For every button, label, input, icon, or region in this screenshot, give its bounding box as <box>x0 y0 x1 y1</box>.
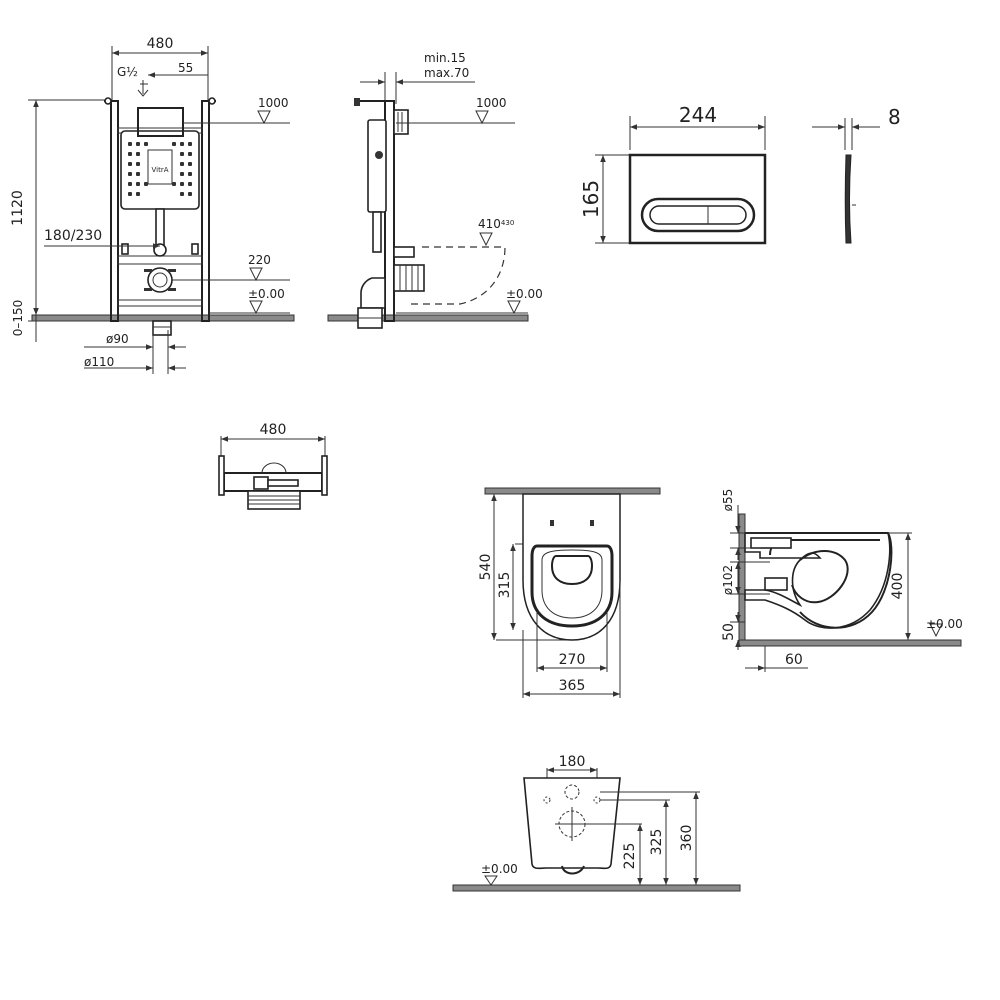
waste-height-label: 325 <box>649 829 665 856</box>
top-width-label: 480 <box>260 422 287 438</box>
floor-adjust-label: 0–150 <box>11 300 25 337</box>
pipe-d1-label: ø90 <box>106 332 129 346</box>
width-label: 480 <box>147 36 174 52</box>
depth-min-label: min.15 <box>424 51 466 65</box>
level-waste-label: 220 <box>248 253 271 267</box>
seat-ring <box>530 544 614 628</box>
outlet-diameter-label: ø55 <box>721 489 735 512</box>
height-label: 1120 <box>10 190 26 226</box>
frame-top-view: 480 <box>218 422 328 510</box>
flush-button <box>649 205 747 225</box>
pipe-d2-label: ø110 <box>84 355 114 369</box>
waste-bend <box>360 277 386 309</box>
depth-max-label: max.70 <box>424 66 469 80</box>
brand-logo: VitrA <box>152 166 169 174</box>
supply-thread-label: G½ <box>117 65 138 79</box>
outlet-height-label: 50 <box>721 623 737 641</box>
inlet-diameter-label: ø102 <box>721 565 735 595</box>
floor-slab <box>31 314 295 322</box>
cistern-side <box>367 119 387 213</box>
floor-slab <box>738 639 962 647</box>
inner-width-label: 270 <box>559 652 586 668</box>
wall-bracket <box>393 109 409 135</box>
frame-post-right <box>201 100 210 322</box>
frame-side-view: min.15 max.70 1000 410430 ±0.00 <box>327 51 543 329</box>
wall-slab <box>484 487 661 495</box>
inlet-height-label: 360 <box>679 825 695 852</box>
supply-valve-icon <box>137 80 149 97</box>
bowl-length-label: 540 <box>478 554 494 581</box>
bolt-height-label: 225 <box>622 843 638 870</box>
plate-thickness-label: 8 <box>888 105 901 129</box>
cistern-ribbing <box>128 142 192 196</box>
flush-plate-front-view: 244 165 <box>579 103 767 245</box>
bowl-top-view: 540 315 270 365 <box>478 487 661 698</box>
bowl-side-view: ø55 ø102 50 400 60 ±0.00 <box>721 489 963 672</box>
flush-plate-side-view: 8 <box>812 105 901 244</box>
flush-spacing-label: 180/230 <box>44 228 102 244</box>
floor-slab <box>327 314 529 322</box>
plate-profile <box>844 154 852 244</box>
level-floor-label: ±0.00 <box>506 287 543 301</box>
supply-offset-label: 55 <box>178 61 193 75</box>
flush-pipe <box>155 208 165 246</box>
level-floor-label: ±0.00 <box>481 862 518 876</box>
bowl-outline-dashed <box>410 246 506 305</box>
level-bowl-label: 410430 <box>478 217 514 231</box>
floor-slab <box>452 884 741 892</box>
plate-height-label: 165 <box>579 180 603 218</box>
level-floor-label: ±0.00 <box>248 287 285 301</box>
bowl-back-view: 180 225 325 360 ±0.00 <box>452 754 741 892</box>
bowl-height-label: 400 <box>890 573 906 600</box>
level-floor-label: ±0.00 <box>926 617 963 631</box>
level-top-label: 1000 <box>476 96 507 110</box>
outer-width-label: 365 <box>559 678 586 694</box>
wall-gap-label: 60 <box>785 652 803 668</box>
frame-post-left <box>110 100 119 322</box>
inspection-opening <box>137 107 184 137</box>
level-top-label: 1000 <box>258 96 289 110</box>
seat-length-label: 315 <box>497 572 513 599</box>
flush-button-ring <box>640 197 756 233</box>
soil-pipe <box>152 320 172 336</box>
bowl-bowl-opening <box>550 555 594 586</box>
inlet-hole <box>564 784 580 800</box>
bolt-spacing-label: 180 <box>559 754 586 770</box>
plate-width-label: 244 <box>679 103 717 127</box>
frame-front-view: 480 G½ 55 1120 0–150 <box>10 36 295 374</box>
